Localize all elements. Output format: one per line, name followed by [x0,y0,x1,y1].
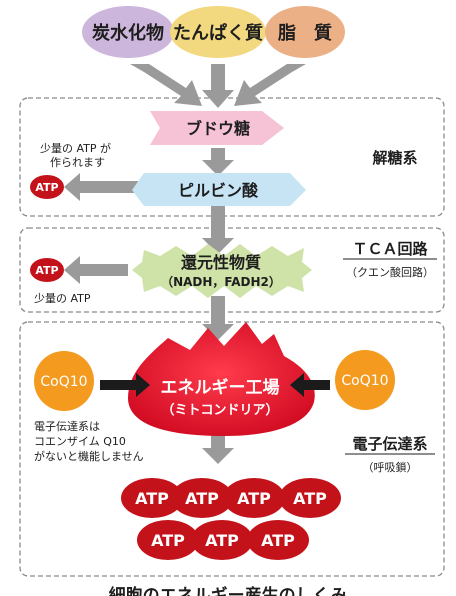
atp-output-6-shape [191,520,253,560]
reduced-substances-node: 還元性物質 （NADH，FADH2） [132,244,312,298]
source-lipid: 脂 質 [265,6,345,58]
tca-section-frame [19,227,445,313]
coq10-right-label: CoQ10 [341,373,388,389]
coq10-right-arrow [290,373,330,397]
factory-shape [128,322,315,436]
glucose-node: ブドウ糖 [150,111,284,145]
coq10-note-line2: コエンザイム Q10 [34,435,126,448]
arrow-factory-to-atp [202,430,234,464]
atp-output-cluster: ATP ATP ATP ATP ATP ATP ATP [121,478,341,560]
atp-badge-glycolysis-label: ATP [35,181,58,194]
glucose-shape [150,111,284,145]
atp-output-2-label: ATP [185,489,219,508]
arrow-glucose-to-pyruvate [202,148,234,176]
source-protein: たんぱく質 [170,6,266,58]
atp-output-5: ATP [137,520,199,560]
arrow-reduced-to-atp [64,256,128,284]
etc-subtitle: （呼吸鎖） [363,460,418,474]
mitochondria-factory-node: エネルギー工場 （ミトコンドリア） [128,322,315,436]
arrow-pyruvate-to-atp [64,173,138,201]
atp-output-4-shape [279,478,341,518]
reduced-substances-shape [132,244,312,298]
coq10-left-circle [34,351,94,411]
atp-badge-glycolysis-shape [30,175,64,199]
atp-output-3-shape [223,478,285,518]
atp-output-6: ATP [191,520,253,560]
pyruvate-shape [132,173,306,206]
atp-output-6-label: ATP [205,531,239,550]
atp-output-3-label: ATP [237,489,271,508]
atp-output-7-shape [247,520,309,560]
arrow-from-carbohydrate [130,64,202,106]
flow-arrows [202,148,234,464]
glucose-label: ブドウ糖 [186,119,250,138]
lipid-label: 脂 質 [278,22,332,44]
protein-label: たんぱく質 [173,22,263,44]
atp-output-1-label: ATP [135,489,169,508]
etc-section-frame [19,321,445,577]
glycolysis-section-frame [19,97,445,217]
coq10-left: CoQ10 [34,351,94,411]
atp-output-2-shape [171,478,233,518]
glycolysis-title: 解糖系 [372,149,417,167]
pyruvate-node: ピルビン酸 [132,173,306,206]
arrow-reduced-to-factory [202,296,234,340]
coq10-note-line3: がないと機能しません [34,449,144,463]
atp-output-3: ATP [223,478,285,518]
arrow-pyruvate-to-reduced [202,206,234,254]
carbohydrate-bubble [82,6,174,58]
reduced-substances-title: 還元性物質 [181,253,261,272]
arrow-from-protein [202,64,234,108]
carbohydrate-label: 炭水化物 [92,22,164,44]
atp-output-4: ATP [279,478,341,518]
pyruvate-label: ピルビン酸 [178,181,259,200]
atp-output-5-label: ATP [151,531,185,550]
coq10-right: CoQ10 [335,350,395,410]
atp-output-1-shape [121,478,183,518]
atp-output-7: ATP [247,520,309,560]
glycolysis-atp-note-line2: 作られます [50,156,105,169]
atp-output-2: ATP [171,478,233,518]
lipid-bubble [265,6,345,58]
protein-bubble [170,6,266,58]
coq10-left-arrow [100,373,150,397]
reduced-substances-detail: （NADH，FADH2） [161,274,281,289]
atp-output-5-shape [137,520,199,560]
tca-subtitle: （クエン酸回路） [346,265,434,279]
atp-output-4-label: ATP [293,489,327,508]
coq10-note-line1: 電子伝達系は [34,420,100,433]
atp-badge-tca: ATP [30,258,64,282]
coq10-left-label: CoQ10 [40,374,87,390]
atp-output-7-label: ATP [261,531,295,550]
tca-atp-note: 少量の ATP [34,292,91,305]
arrow-from-lipid [234,64,306,106]
glycolysis-atp-note-line1: 少量の ATP が [40,141,111,155]
source-carbohydrate: 炭水化物 [82,6,174,58]
factory-title: エネルギー工場 [161,378,280,398]
etc-title: 電子伝達系 [352,435,427,453]
atp-output-1: ATP [121,478,183,518]
atp-badge-glycolysis: ATP [30,175,64,199]
atp-badge-tca-label: ATP [35,264,58,277]
source-arrows [130,64,306,108]
coq10-right-circle [335,350,395,410]
factory-subtitle: （ミトコンドリア） [161,402,278,418]
diagram-caption: 細胞のエネルギー産生のしくみ [109,585,348,596]
tca-title: ＴＣＡ回路 [352,240,428,258]
atp-badge-tca-shape [30,258,64,282]
